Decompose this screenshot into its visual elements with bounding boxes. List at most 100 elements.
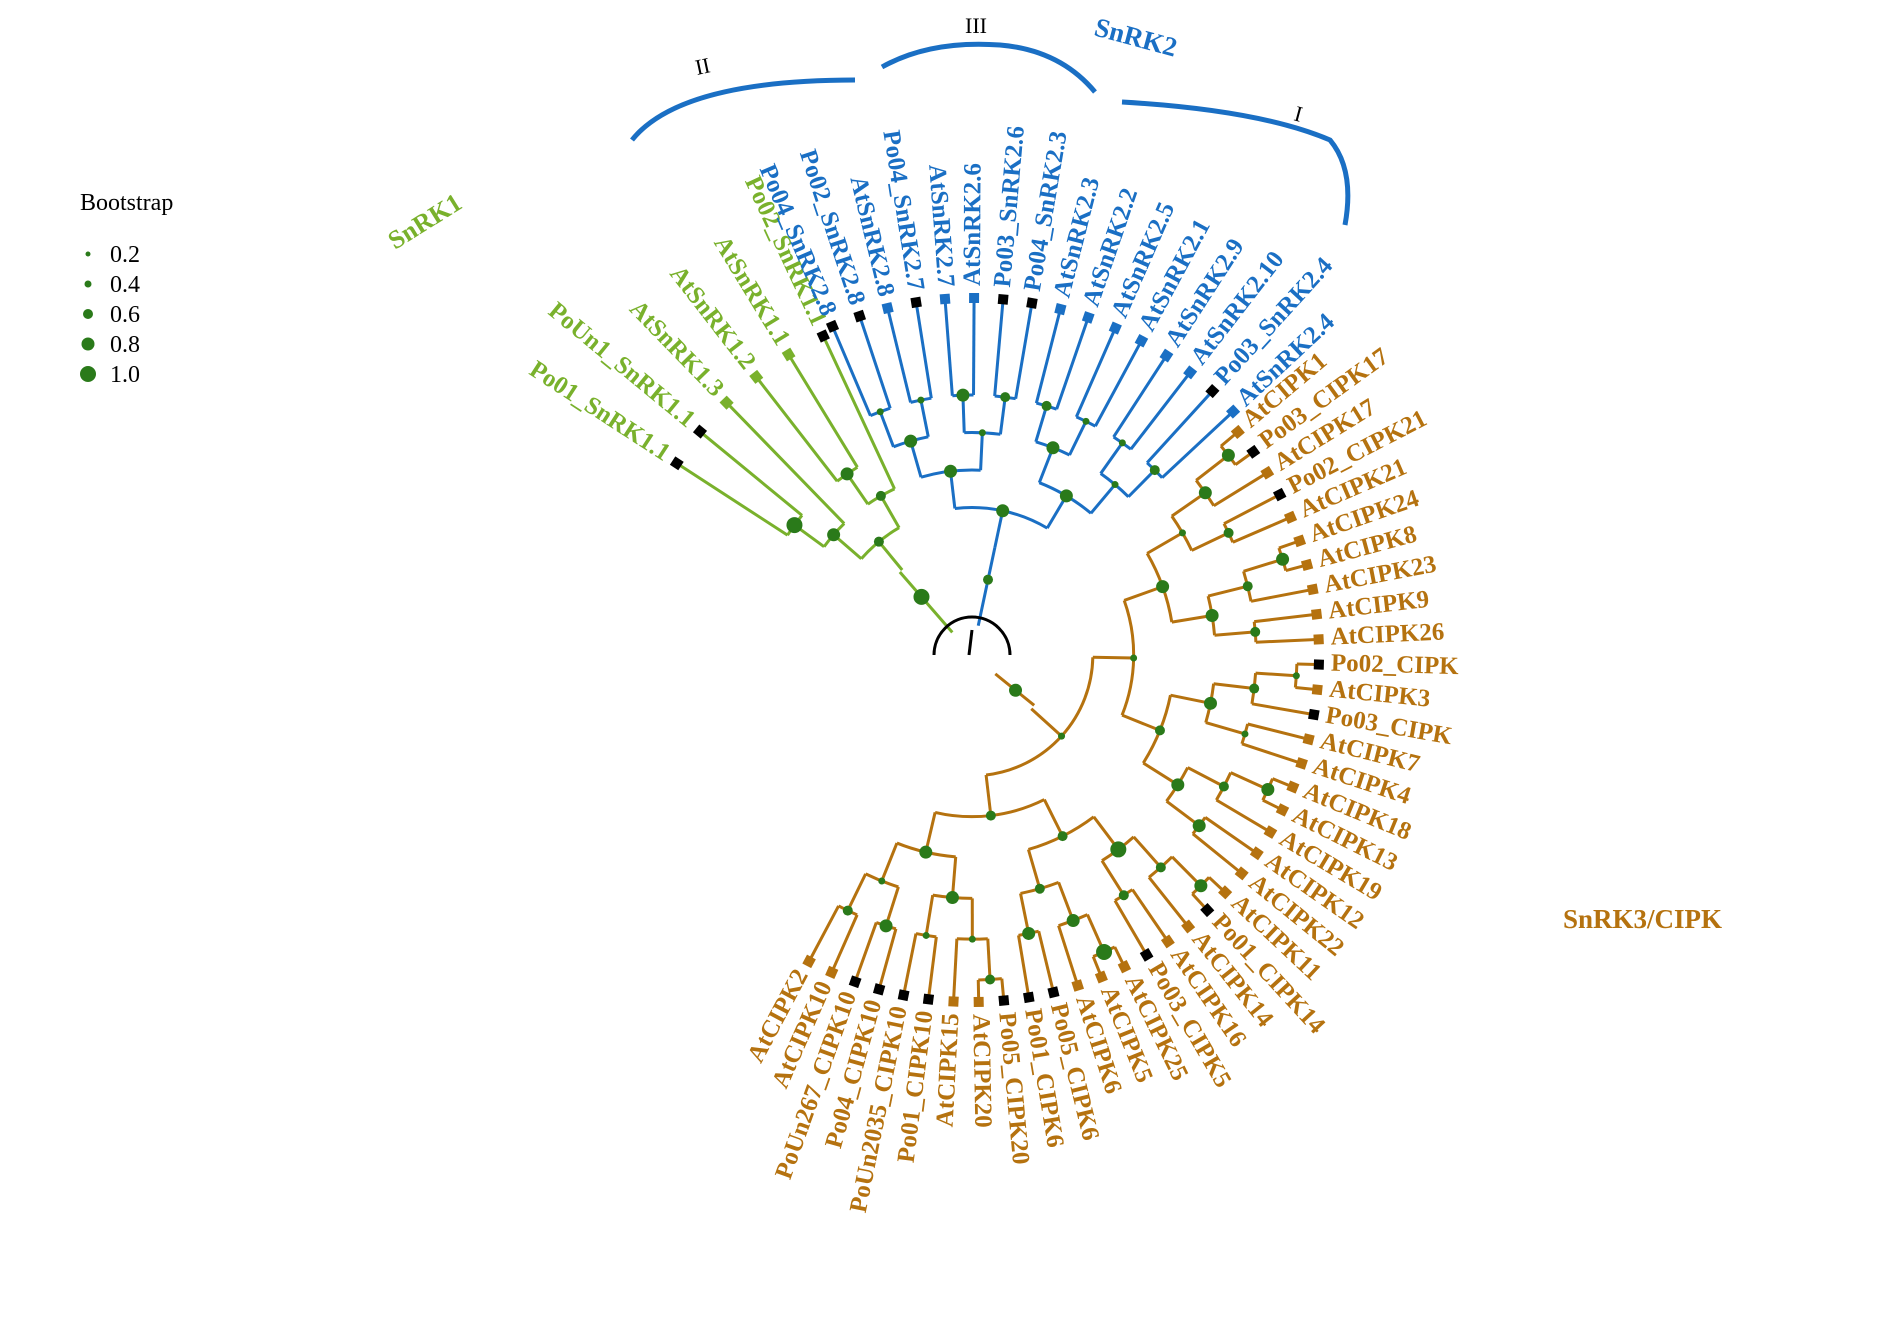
subclade-II-arc [630, 77, 856, 142]
subclade-label-I: I [1292, 101, 1306, 127]
bootstrap-node [919, 845, 933, 859]
bootstrap-node [956, 388, 970, 402]
leaf-marker [973, 996, 984, 1008]
bootstrap-node [1066, 914, 1080, 928]
leaf-marker [948, 996, 959, 1007]
bootstrap-node [876, 408, 884, 416]
bootstrap-node [840, 467, 854, 481]
bootstrap-node [904, 434, 918, 448]
legend-label: 0.2 [110, 242, 140, 268]
bootstrap-node [1149, 465, 1160, 476]
leaf-marker [1108, 321, 1122, 335]
leaf-marker [897, 989, 910, 1002]
bootstrap-node [1156, 580, 1170, 594]
leaf-marker [669, 456, 684, 471]
bootstrap-node [985, 810, 996, 821]
leaf-marker [939, 293, 951, 305]
leaf-marker [1249, 846, 1264, 861]
leaf-marker [969, 292, 980, 304]
leaf-marker [1117, 960, 1132, 974]
legend-label: 0.8 [110, 332, 140, 358]
leaf-marker [719, 395, 734, 410]
bootstrap-node [875, 490, 886, 501]
leaf-marker [853, 309, 867, 323]
leaf-marker [1313, 659, 1325, 670]
legend-dot [81, 337, 95, 351]
legend-title: Bootstrap [80, 190, 173, 216]
bootstrap-node [1203, 696, 1217, 710]
leaf-marker [1181, 919, 1196, 934]
bootstrap-node [917, 396, 925, 404]
leaf-label: AtCIPK20 [967, 1014, 996, 1128]
leaf-marker [1260, 465, 1275, 480]
leaf-marker [1183, 365, 1198, 380]
leaf-marker [1071, 979, 1084, 992]
leaf-marker [1218, 885, 1233, 900]
legend-dot [80, 366, 96, 382]
leaf-marker [998, 995, 1010, 1006]
bootstrap-node [985, 974, 996, 985]
leaf-marker [781, 347, 796, 362]
leaf-marker [1283, 510, 1298, 524]
subclade-III-arc [880, 41, 1097, 94]
bootstrap-node [1082, 417, 1090, 425]
bootstrap-node [922, 931, 930, 939]
leaf-marker [749, 369, 764, 384]
leaf-marker [1234, 866, 1249, 881]
bootstrap-node [983, 574, 994, 585]
leaf-marker [848, 975, 862, 989]
bootstrap-node [1192, 819, 1206, 833]
leaf-label: Po02_CIPK [1331, 650, 1460, 681]
bootstrap-node [1059, 489, 1073, 503]
bootstrap-node [1292, 672, 1300, 680]
bootstrap-node [1155, 862, 1166, 873]
legend-dot [83, 309, 93, 319]
bootstrap-node [879, 919, 893, 933]
bootstrap-node [913, 588, 930, 605]
leaf-marker [922, 993, 935, 1005]
leaf-marker [1200, 903, 1215, 918]
leaf-marker [825, 965, 839, 979]
leaf-marker [1023, 991, 1035, 1004]
leaf-marker [1313, 634, 1324, 645]
bootstrap-node [1022, 926, 1036, 940]
leaf-label: AtSnRK2.6 [959, 163, 987, 286]
legend-label: 0.6 [110, 302, 140, 328]
bootstrap-node [1154, 725, 1165, 736]
leaf-label: AtSnRK2.7 [923, 163, 959, 288]
leaf-marker [997, 293, 1009, 305]
subclade-label-III: III [965, 13, 987, 38]
leaf-marker [1230, 424, 1245, 439]
bootstrap-node [1009, 683, 1023, 697]
bootstrap-node [1057, 831, 1068, 842]
leaf-marker [802, 954, 816, 969]
bootstrap-node [1046, 441, 1060, 455]
leaf-marker [1302, 733, 1315, 746]
bootstrap-node [873, 536, 884, 547]
bootstrap-node [842, 905, 853, 916]
leaf-marker [1094, 970, 1108, 984]
legend-dot [85, 251, 91, 257]
bootstrap-legend: Bootstrap 0.20.40.60.81.0 [80, 190, 173, 388]
bootstrap-node [968, 935, 976, 943]
leaf-marker [910, 296, 922, 309]
leaf-marker [1205, 384, 1220, 399]
root-arc [932, 615, 1012, 656]
leaf-marker [1263, 825, 1278, 839]
bootstrap-node [1221, 448, 1235, 462]
bootstrap-node [1171, 778, 1185, 792]
leaf-marker [1134, 333, 1149, 348]
leaf-label: AtCIPK15 [932, 1013, 965, 1128]
bootstrap-node [1241, 730, 1249, 738]
bootstrap-node [1249, 683, 1260, 694]
leaf-labels: Po01_SnRK1.1PoUn1_SnRK1.1AtSnRK1.3AtSnRK… [525, 125, 1460, 1215]
leaf-marker [1026, 297, 1038, 309]
leaf-marker [872, 983, 886, 996]
bootstrap-node [1194, 879, 1208, 893]
leaf-marker [1293, 534, 1307, 548]
clade-label-snrk1: SnRK1 [383, 188, 467, 255]
bootstrap-node [944, 464, 958, 478]
legend-dot [84, 280, 92, 288]
bootstrap-node [1242, 581, 1253, 592]
bootstrap-node [1223, 527, 1234, 538]
